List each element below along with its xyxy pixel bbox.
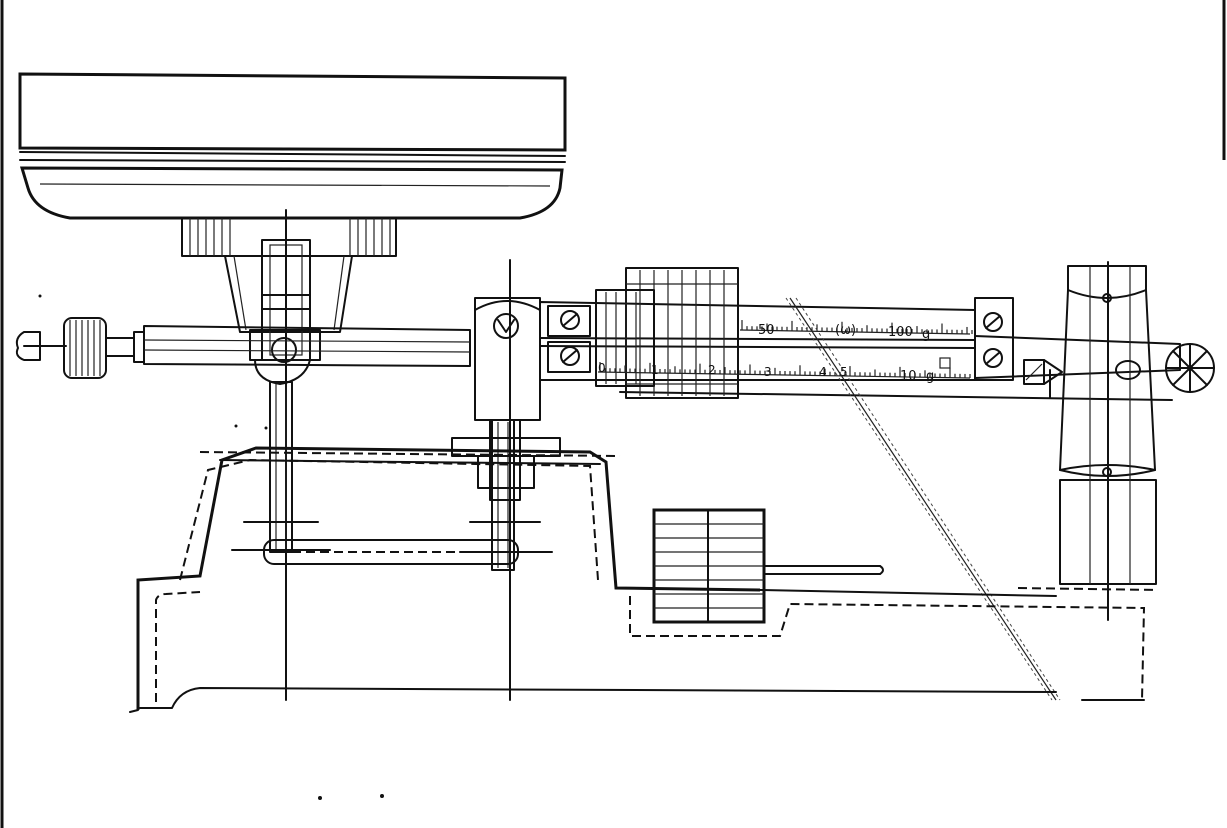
upper-scale-label-omega: (ω) [835,323,856,338]
upper-scale-label-50: 50 [758,323,775,338]
lower-scale-label-4: 4 [819,365,827,379]
upper-scale-ticks [739,320,973,335]
weighing-pan [18,72,567,220]
upper-scale-unit: g [922,327,930,342]
scan-specks [38,294,384,800]
beam-screws [547,297,1014,381]
pan-spindle [249,209,321,701]
lower-scale-label-1: 1 [651,363,659,377]
upper-scale-label-100: 100 [888,325,913,340]
fulcrum-pillar [451,259,561,701]
pan-support-hub [181,217,397,333]
lower-scale-unit: g [926,369,934,384]
lower-scale-label-10: 10 [900,369,917,384]
cover-diagonal [785,297,1061,701]
pointer-wheel-icon [1165,343,1215,393]
lower-scale-label-3: 3 [764,365,772,379]
lower-scale-label-0: 0 [598,361,606,375]
pan-rods [231,381,553,571]
lower-scale-label-5: 5 [840,365,848,379]
pointer-tip-icon [1023,359,1063,385]
scale-marker-square [939,357,951,369]
rider-weight-small [595,289,655,387]
lower-scale-ticks [597,362,971,379]
zero-adjust-knob [15,317,145,379]
lower-scale-label-2: 2 [708,363,716,377]
base-housing [129,446,1159,713]
main-beam [143,301,1181,401]
indicator-housing [1059,261,1157,621]
rider-weight-large [625,267,739,399]
counterweight-block [652,508,884,624]
